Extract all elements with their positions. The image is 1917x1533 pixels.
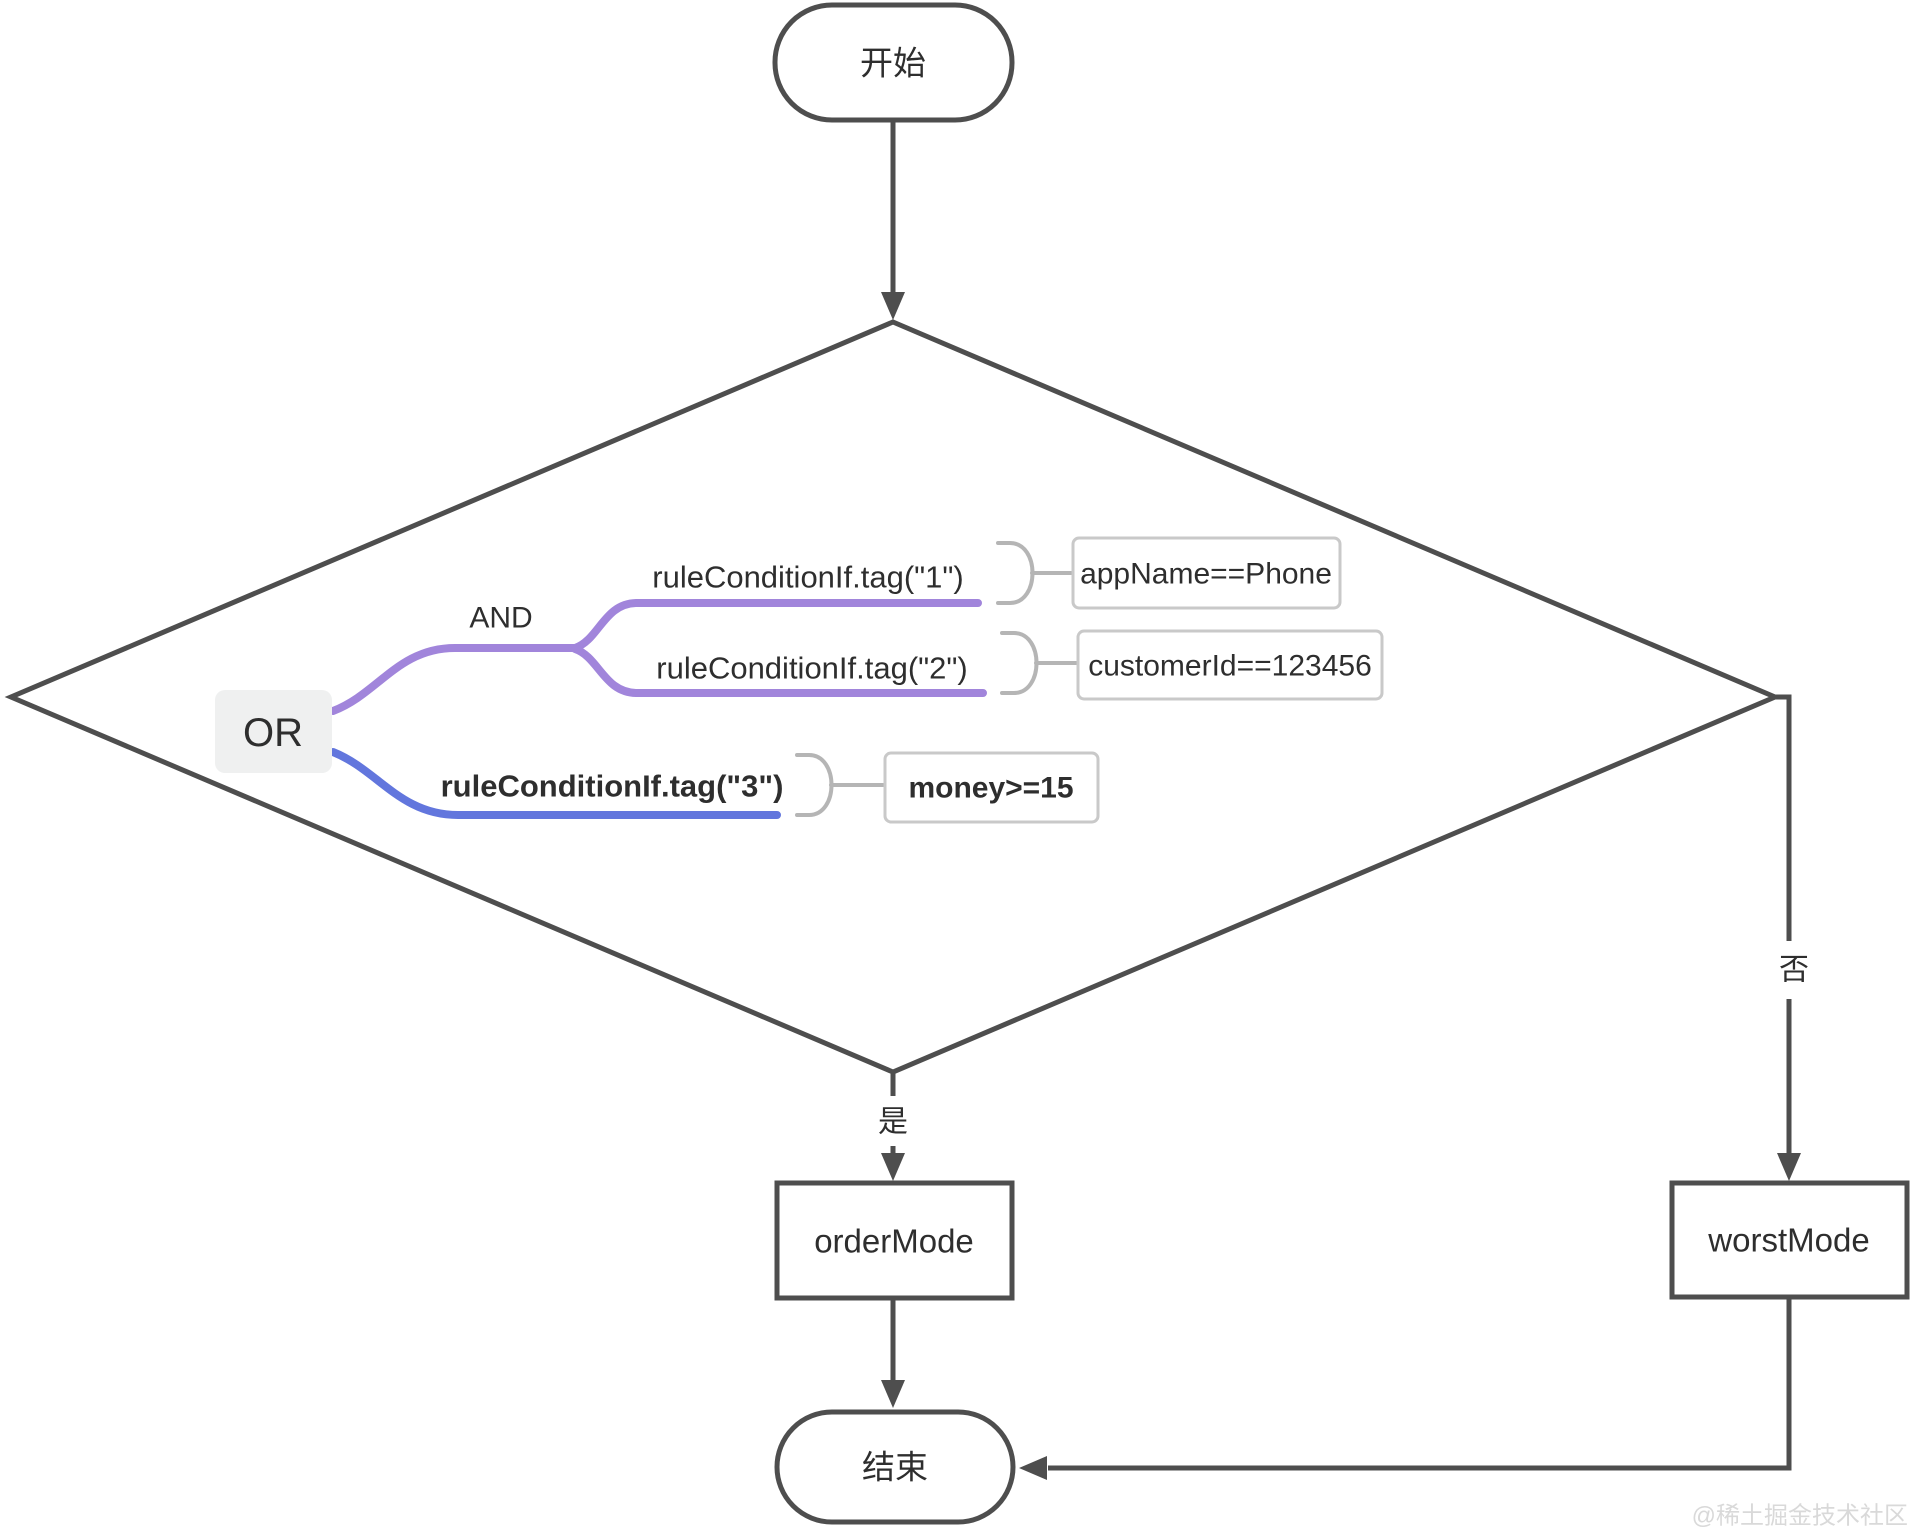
gate-connector-icon-1 [996, 541, 1073, 605]
branch-or-to-rule-3 [329, 748, 781, 819]
gate-connector-icon-2 [1000, 631, 1078, 695]
or-operator-badge [215, 690, 332, 773]
order-mode-label: orderMode [814, 1223, 974, 1260]
condition-rule-label-3: ruleConditionIf.tag("3") [441, 769, 784, 804]
arrowhead-start-to-decision [881, 292, 905, 320]
condition-rule-label-2: ruleConditionIf.tag("2") [656, 651, 968, 686]
arrowhead-yes [881, 1153, 905, 1181]
start-node-label: 开始 [860, 45, 926, 82]
arrowhead-ordermode-to-end [881, 1380, 905, 1408]
end-node [774, 1409, 1016, 1525]
condition-value-box-1 [1071, 536, 1342, 610]
and-operator-label: AND [469, 602, 532, 635]
condition-value-label-2: customerId==123456 [1088, 650, 1372, 683]
worst-mode-node [1669, 1180, 1910, 1300]
start-node [772, 2, 1015, 123]
branch-and-to-rule-2 [571, 645, 987, 697]
gate-connector-icon-3 [795, 753, 885, 817]
condition-value-box-2 [1076, 629, 1384, 701]
arrowhead-worstmode-to-end [1019, 1456, 1047, 1480]
worst-mode-label: worstMode [1707, 1222, 1869, 1259]
condition-value-label-1: appName==Phone [1080, 558, 1332, 591]
no-edge-label: 否 [1779, 954, 1809, 987]
yes-edge-label: 是 [878, 1106, 908, 1139]
or-operator-label: OR [243, 711, 303, 755]
edge-decision-no-stub [1775, 694, 1792, 941]
condition-rule-label-1: ruleConditionIf.tag("1") [652, 560, 964, 595]
condition-value-box-3 [883, 751, 1100, 824]
condition-value-label-3: money>=15 [908, 772, 1073, 805]
edge-worstmode-to-end [1048, 1297, 1792, 1471]
branch-or-to-and [329, 644, 579, 715]
watermark: @稀土掘金技术社区 [1692, 1503, 1908, 1530]
end-node-label: 结束 [862, 1449, 928, 1486]
arrowhead-no [1777, 1153, 1801, 1181]
branch-and-to-rule-1 [571, 599, 982, 652]
